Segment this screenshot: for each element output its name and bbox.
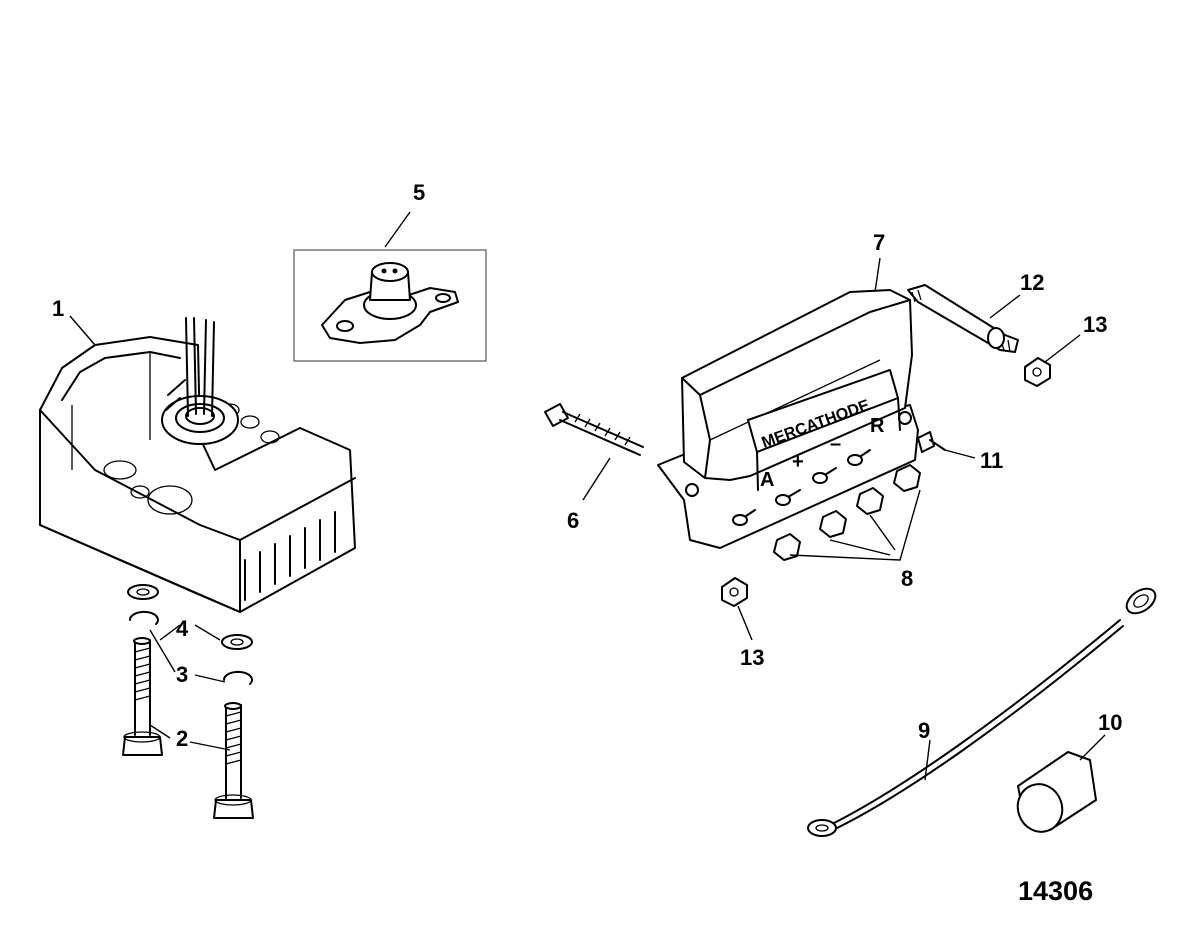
mercathode-module: MERCATHODE A + – R [657,289,919,549]
terminal-label-plus: + [792,451,804,473]
terminal-label-minus: – [830,433,841,455]
callout-2: 2 [176,726,188,751]
callout-5: 5 [413,180,425,205]
callout-10: 10 [1098,710,1122,735]
callout-4: 4 [176,616,189,641]
callout-8: 8 [901,566,913,591]
callout-7: 7 [873,230,885,255]
sensor-part [293,249,487,362]
hex-nut-upper [1024,357,1051,387]
terminal-nuts [773,464,921,561]
long-screw [544,403,644,456]
leader-lines [69,211,1106,781]
hex-nut-lower [721,577,748,607]
mounting-bracket [39,317,356,613]
ground-strap [807,587,1157,837]
drawing-number: 14306 [1018,876,1093,906]
protective-cap [1016,751,1097,833]
callout-12: 12 [1020,270,1044,295]
bolt-stack-left [122,584,163,756]
bolt-stack-right [213,634,254,819]
terminal-label-a: A [760,469,774,491]
small-screw [917,431,946,453]
callout-9: 9 [918,718,930,743]
callout-11: 11 [980,448,1003,473]
terminal-label-r: R [870,415,885,437]
callout-1: 1 [52,296,64,321]
callout-13-lower: 13 [740,645,764,670]
threaded-stud [907,284,1019,353]
callout-3: 3 [176,662,188,687]
callout-13-upper: 13 [1083,312,1107,337]
callout-6: 6 [567,508,579,533]
